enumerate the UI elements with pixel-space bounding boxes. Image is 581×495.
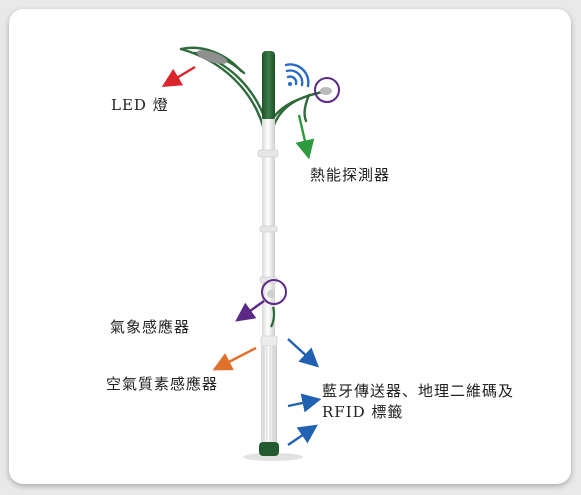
ribbed-base [261, 346, 277, 444]
wifi-icon [284, 63, 310, 88]
thermal-arrow [295, 114, 315, 160]
weather-sensor-arm [270, 306, 276, 328]
pole-collar-1 [257, 149, 279, 158]
weather-highlight-circle [261, 279, 287, 305]
air-arrow [212, 346, 257, 371]
ground-shadow [243, 453, 303, 461]
lamp-arms [179, 46, 329, 136]
label-bluetooth-line1: 藍牙傳送器、地理二維碼及 [322, 382, 515, 400]
pole-collar-2 [259, 225, 278, 233]
base-cap [260, 335, 278, 347]
smart-lamppost-illustration [161, 46, 340, 461]
bt-arrow-1 [287, 338, 320, 368]
bt-arrow-3 [287, 424, 318, 446]
diagram-card: LED 燈 熱能探測器 氣象感應器 空氣質素感應器 藍牙傳送器、地理二維碼及 R… [9, 9, 571, 484]
base-ribs [263, 346, 277, 444]
pole-top-green [262, 51, 275, 121]
weather-arrow [235, 300, 265, 322]
bt-arrow-2 [287, 393, 322, 413]
label-air-quality-sensor: 空氣質素感應器 [106, 375, 219, 393]
label-thermal-detector: 熱能探測器 [310, 166, 391, 184]
label-bluetooth-line2: RFID 標籤 [322, 403, 404, 421]
pole-foot [259, 442, 279, 456]
led-arrow [161, 65, 196, 87]
weather-sensor [267, 290, 275, 298]
led-lamp-head [196, 50, 228, 64]
label-led: LED 燈 [111, 96, 169, 114]
label-weather-sensor: 氣象感應器 [110, 318, 191, 336]
thermal-highlight-circle [314, 77, 340, 103]
thermal-sensor [320, 87, 332, 95]
